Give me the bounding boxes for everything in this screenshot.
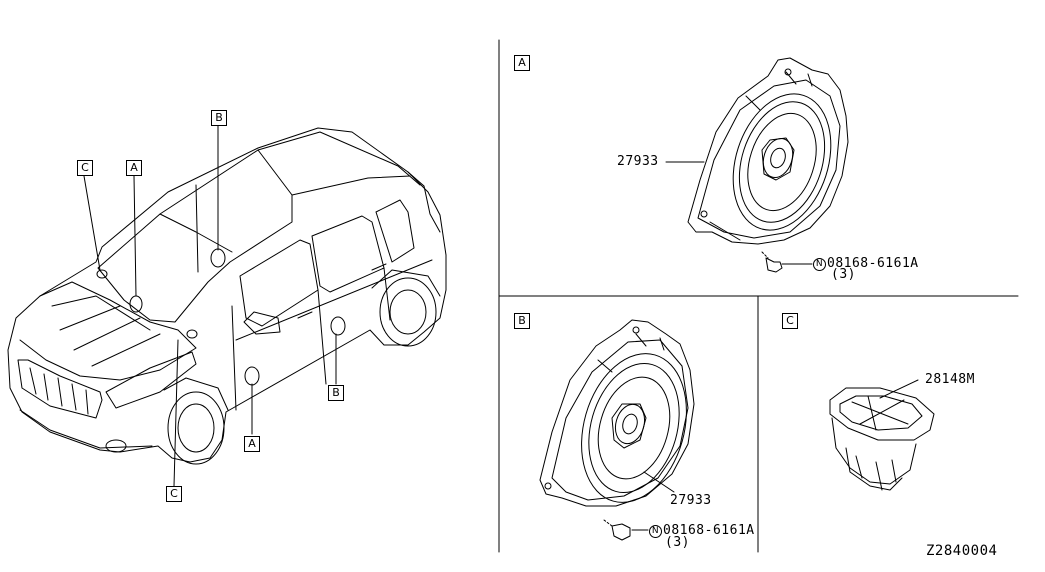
- panel-c-tag: C: [782, 313, 798, 329]
- screw-a-part-number: 08168-6161A: [827, 256, 919, 271]
- panel-b-tag: B: [514, 313, 530, 329]
- callout-b-right: B: [328, 385, 344, 401]
- panel-a-tag: A: [514, 55, 530, 71]
- speaker-a-part-number: 27933: [617, 154, 659, 169]
- screw-a-prefix: N: [813, 258, 826, 271]
- panel-dividers: [498, 39, 1019, 553]
- screw-b-quantity: (3): [665, 535, 690, 550]
- speaker-b-illustration: [539, 319, 695, 541]
- callout-c-bottom: C: [166, 486, 182, 502]
- speaker-a-illustration: [665, 57, 849, 273]
- vehicle-illustration: [7, 125, 447, 487]
- screw-b-part-number: 08168-6161A: [663, 523, 755, 538]
- screw-a-quantity: (3): [831, 267, 856, 282]
- tweeter-c-illustration: [829, 379, 935, 491]
- callout-c-left: C: [77, 160, 93, 176]
- diagram-code: Z2840004: [926, 543, 998, 559]
- speaker-b-part-number: 27933: [670, 493, 712, 508]
- tweeter-part-number: 28148M: [925, 372, 975, 387]
- screw-b-prefix: N: [649, 525, 662, 538]
- callout-b-top: B: [211, 110, 227, 126]
- callout-a-bottom: A: [244, 436, 260, 452]
- callout-a-left: A: [126, 160, 142, 176]
